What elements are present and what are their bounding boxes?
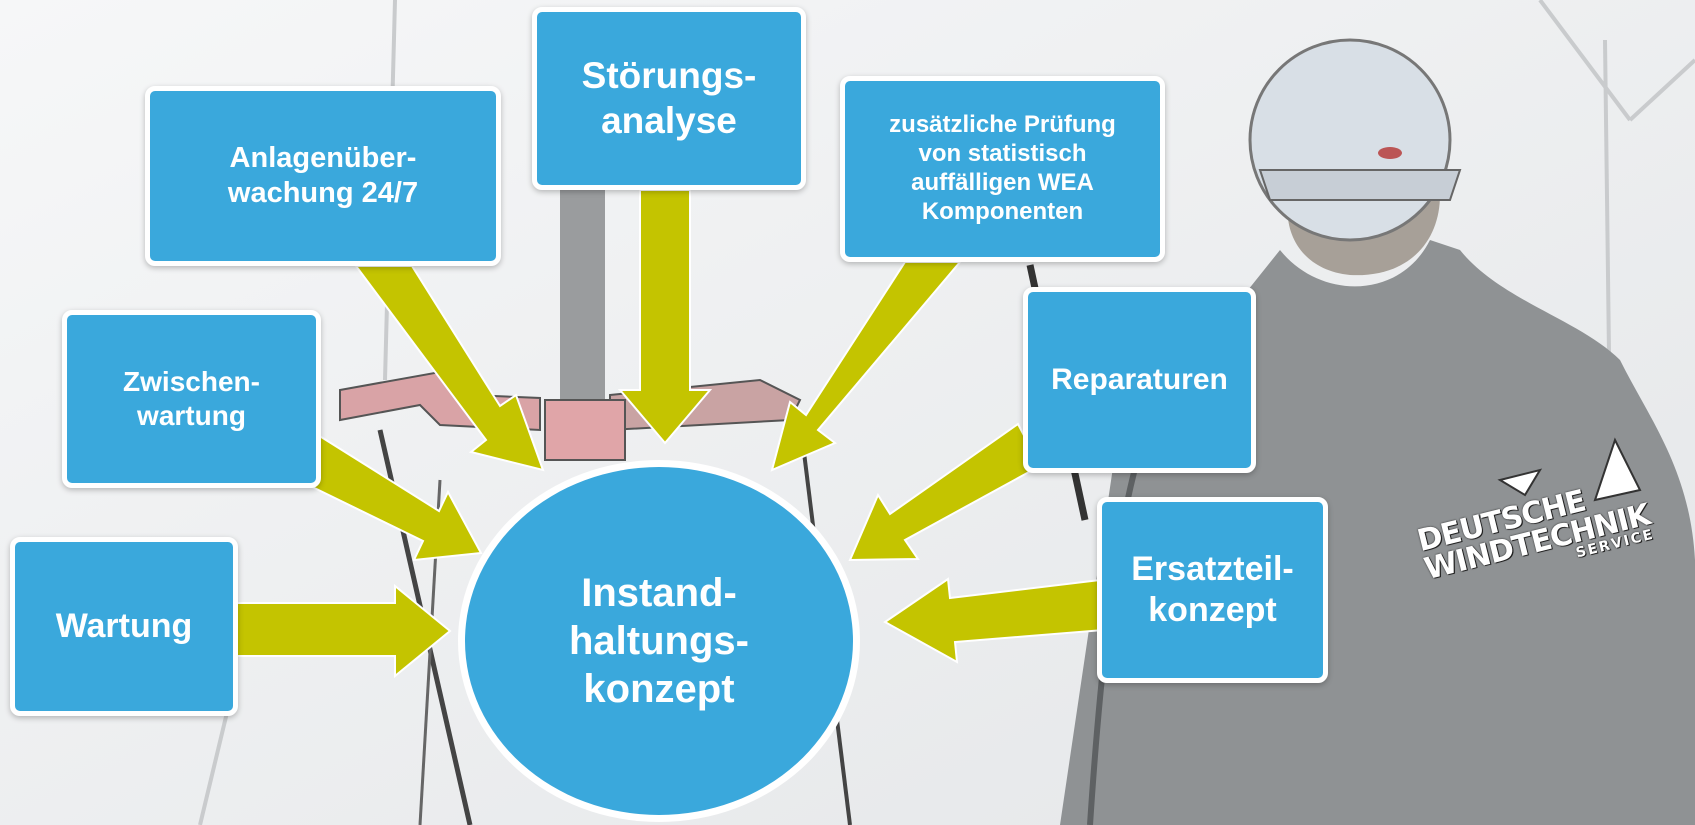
box-stoerungsanalyse-line2: analyse bbox=[601, 99, 737, 141]
center-line2: haltungs- bbox=[569, 619, 749, 663]
box-pruefung-line4: Komponenten bbox=[921, 197, 1084, 225]
box-ersatzteilkonzept-line2: konzept bbox=[1148, 591, 1277, 629]
box-anlagenueberwachung: Anlagenüber- wachung 24/7 bbox=[145, 86, 501, 266]
box-anlagenueberwachung-line2: wachung 24/7 bbox=[227, 177, 419, 209]
center-line1: Instand- bbox=[581, 571, 737, 615]
box-anlagenueberwachung-line1: Anlagenüber- bbox=[229, 142, 417, 175]
box-reparaturen: Reparaturen bbox=[1023, 287, 1256, 473]
box-pruefung-line1: zusätzliche Prüfung bbox=[889, 111, 1116, 139]
box-wartung-label: Wartung bbox=[55, 607, 193, 646]
box-pruefung-line3: auffälligen WEA bbox=[911, 169, 1094, 196]
arrow-stoerungsanalyse bbox=[617, 189, 713, 445]
arrow-wartung bbox=[234, 583, 452, 679]
box-zwischenwartung-line2: wartung bbox=[137, 400, 246, 431]
box-ersatzteilkonzept: Ersatzteil- konzept bbox=[1097, 497, 1328, 683]
box-reparaturen-label: Reparaturen bbox=[1051, 363, 1228, 396]
box-ersatzteilkonzept-line1: Ersatzteil- bbox=[1131, 550, 1294, 589]
box-pruefung: zusätzliche Prüfung von statistisch auff… bbox=[840, 76, 1165, 262]
arrow-zwischenwartung bbox=[296, 433, 483, 562]
box-wartung: Wartung bbox=[10, 537, 238, 716]
center-line3: konzept bbox=[583, 667, 735, 711]
arrow-reparaturen bbox=[848, 422, 1042, 562]
arrow-ersatzteilkonzept bbox=[883, 577, 1106, 664]
box-stoerungsanalyse-line1: Störungs- bbox=[581, 55, 757, 97]
box-zwischenwartung-line1: Zwischen- bbox=[123, 366, 260, 398]
box-zwischenwartung: Zwischen- wartung bbox=[62, 310, 321, 488]
box-pruefung-line2: von statistisch bbox=[918, 140, 1087, 168]
arrow-pruefung bbox=[770, 261, 963, 472]
center-circle-instandhaltungskonzept: Instand- haltungs- konzept bbox=[458, 460, 860, 822]
arrow-anlagenueberwachung bbox=[354, 265, 545, 472]
box-stoerungsanalyse: Störungs- analyse bbox=[532, 7, 806, 190]
arrows bbox=[234, 189, 1106, 679]
